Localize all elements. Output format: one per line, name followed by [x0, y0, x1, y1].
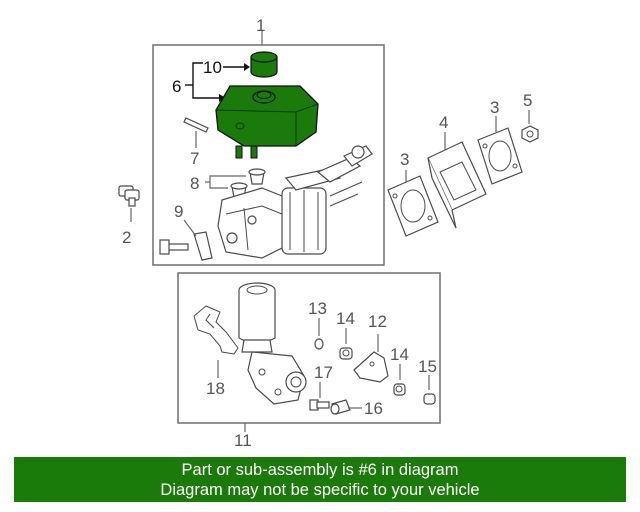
- assembly-box-upper: [152, 44, 385, 266]
- part-16-sleeve: [330, 399, 351, 415]
- info-banner: Part or sub-assembly is #6 in diagram Di…: [14, 457, 626, 502]
- callout-1[interactable]: 1: [256, 16, 265, 35]
- part-18-detail: [205, 313, 215, 329]
- callout-2[interactable]: 2: [122, 228, 131, 247]
- part-9-bolt: [159, 239, 189, 255]
- part-9-bracket: [193, 231, 213, 261]
- part-17-bolt: [309, 399, 330, 411]
- pump-motor-assembly: [238, 282, 307, 405]
- callout-17[interactable]: 17: [314, 363, 333, 382]
- part-4-spacer: [427, 141, 487, 229]
- callout-8[interactable]: 8: [190, 174, 199, 193]
- leader-10-arrow: [244, 63, 250, 71]
- callout-15[interactable]: 15: [418, 357, 437, 376]
- banner-line-1: Part or sub-assembly is #6 in diagram: [181, 461, 459, 479]
- part-2-sensor: [118, 185, 140, 207]
- callout-10[interactable]: 10: [203, 58, 222, 77]
- callout-7[interactable]: 7: [190, 149, 199, 168]
- part-10-reservoir-cap[interactable]: [250, 51, 278, 78]
- callout-6[interactable]: 6: [172, 77, 181, 96]
- callout-14a[interactable]: 14: [336, 309, 355, 328]
- callout-13[interactable]: 13: [308, 299, 327, 318]
- bracket-6: [192, 62, 222, 99]
- part-18-bracket: [193, 305, 239, 355]
- callout-3b[interactable]: 3: [490, 98, 499, 117]
- part-12-hole: [369, 361, 375, 367]
- callout-3a[interactable]: 3: [400, 150, 409, 169]
- part-7-pin: [183, 117, 209, 133]
- leader-8: [205, 175, 246, 189]
- leader-9: [183, 219, 197, 237]
- part-15-cap: [423, 393, 436, 405]
- part-6-brake-fluid-reservoir[interactable]: [215, 85, 319, 159]
- banner-line-2: Diagram may not be specific to your vehi…: [160, 481, 480, 499]
- part-14-bushing-upper: [339, 347, 353, 360]
- assembly-box-lower: [177, 272, 441, 424]
- part-13-washer: [314, 338, 324, 350]
- callout-11[interactable]: 11: [234, 431, 252, 450]
- part-12-bracket: [353, 351, 389, 383]
- master-cylinder-body: [217, 145, 373, 259]
- callout-9[interactable]: 9: [174, 202, 183, 221]
- part-3-gasket-right: [477, 127, 523, 185]
- part-3-gasket-left: [387, 175, 439, 237]
- callout-12[interactable]: 12: [368, 312, 387, 331]
- callout-4[interactable]: 4: [439, 113, 448, 132]
- callout-14b[interactable]: 14: [390, 345, 409, 364]
- callout-18[interactable]: 18: [206, 379, 225, 398]
- callout-16[interactable]: 16: [364, 399, 383, 418]
- part-14-bushing-lower: [393, 383, 406, 396]
- callout-5[interactable]: 5: [523, 91, 532, 110]
- part-5-nut: [521, 125, 539, 143]
